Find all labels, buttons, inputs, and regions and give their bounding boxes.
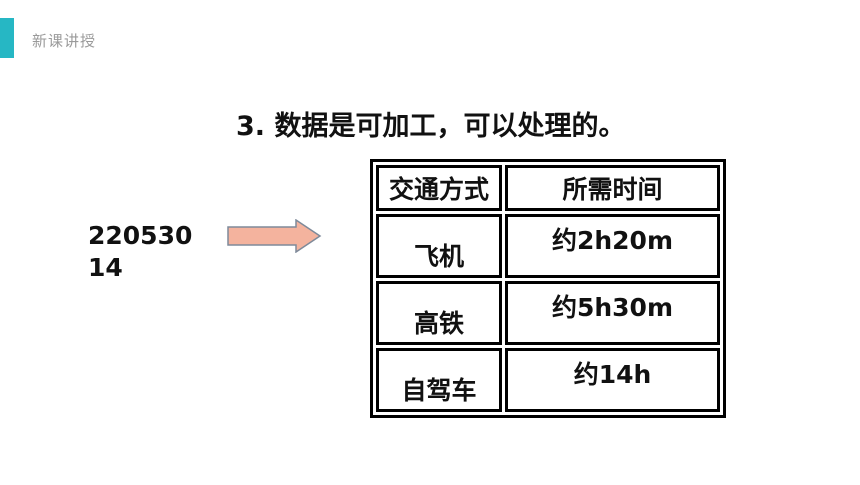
table-cell-transport: 高铁 [376, 281, 502, 345]
table-header-cell: 交通方式 [376, 165, 502, 211]
table-row: 自驾车 约14h [376, 348, 720, 412]
table-cell-time: 约2h20m [505, 214, 720, 278]
table-cell-time: 约14h [505, 348, 720, 412]
right-arrow-icon [227, 219, 322, 253]
raw-number: 22053014 [88, 221, 193, 282]
table-row: 高铁 约5h30m [376, 281, 720, 345]
table-cell-time: 约5h30m [505, 281, 720, 345]
accent-bar [0, 18, 14, 58]
page-heading: 3. 数据是可加工，可以处理的。 [236, 111, 626, 142]
table-row: 飞机 约2h20m [376, 214, 720, 278]
table-header-row: 交通方式 所需时间 [376, 165, 720, 211]
table-header-cell: 所需时间 [505, 165, 720, 211]
table-cell-transport: 自驾车 [376, 348, 502, 412]
section-label: 新课讲授 [32, 32, 97, 50]
table-cell-transport: 飞机 [376, 214, 502, 278]
transport-time-table: 交通方式 所需时间 飞机 约2h20m 高铁 约5h30m 自驾车 约14h [370, 159, 726, 418]
